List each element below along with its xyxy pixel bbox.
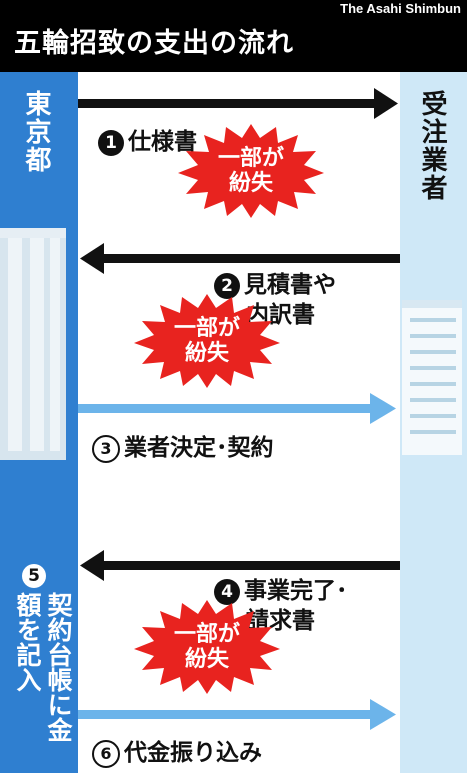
arrow-3: [78, 393, 396, 424]
step-3-number: 3: [92, 434, 120, 463]
step-1-text: 仕様書: [128, 129, 197, 155]
burst-3-line1: 一部が: [173, 622, 240, 647]
burst-shape-icon: [134, 294, 280, 388]
loss-burst-1: 一部が 紛失: [176, 122, 326, 218]
credit-text: The Asahi Shimbun: [340, 1, 461, 16]
step-5-number: 5: [22, 564, 46, 588]
page-title: 五輪招致の支出の流れ: [14, 28, 294, 59]
burst-3-text: 一部が 紛失: [132, 622, 282, 672]
step-4-number: 4: [214, 578, 240, 605]
burst-2-line1: 一部が: [173, 316, 240, 341]
arrow-1: [78, 88, 398, 119]
arrow-6: [78, 699, 396, 730]
step-2-number: 2: [214, 272, 240, 299]
burst-shape-icon: [178, 124, 324, 218]
step-6-text: 代金振り込み: [124, 740, 262, 766]
step-6-number: 6: [92, 739, 120, 768]
tokyo-label: 東京都: [21, 90, 51, 174]
vendor-label: 受注業者: [417, 90, 447, 202]
burst-1-line2: 紛失: [228, 171, 273, 196]
loss-burst-3: 一部が 紛失: [132, 598, 282, 694]
burst-3-line2: 紛失: [184, 647, 229, 672]
arrow-4: [80, 550, 400, 581]
arrow-2: [80, 243, 400, 274]
step-5-label: 契約台帳に金額を記入: [13, 592, 73, 742]
header-bar: The Asahi Shimbun 五輪招致の支出の流れ: [0, 0, 467, 72]
step-4-text-line1: 事業完了･: [244, 578, 348, 604]
burst-2-line2: 紛失: [184, 341, 229, 366]
loss-burst-2: 一部が 紛失: [132, 292, 282, 388]
step-2-text-line1: 見積書や: [244, 272, 336, 298]
burst-2-text: 一部が 紛失: [132, 316, 282, 366]
burst-1-text: 一部が 紛失: [176, 146, 326, 196]
burst-1-line1: 一部が: [217, 146, 284, 171]
burst-shape-icon: [134, 600, 280, 694]
step-1-number: 1: [98, 129, 124, 156]
step-3-text: 業者決定･契約: [124, 435, 274, 461]
